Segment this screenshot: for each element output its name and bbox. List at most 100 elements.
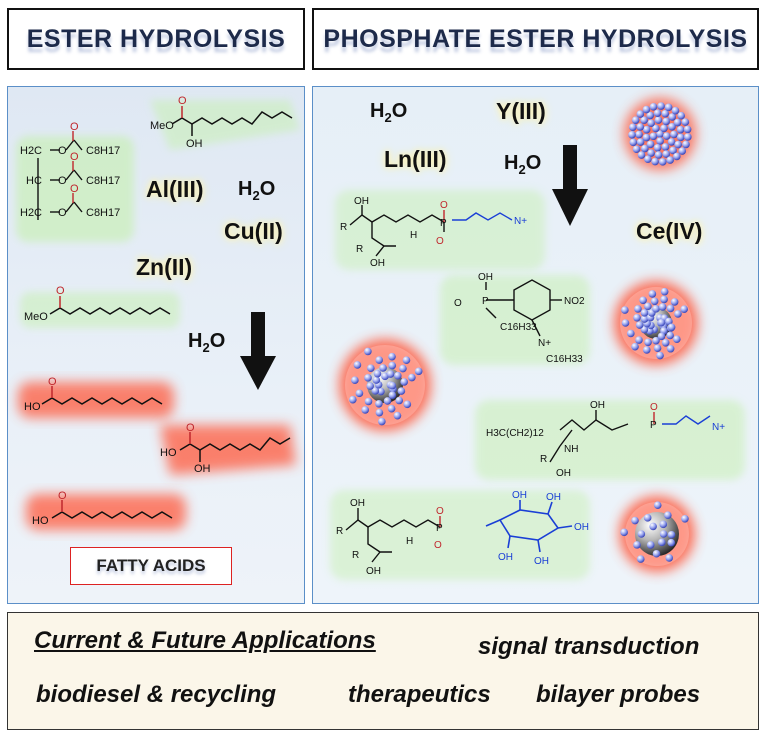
- nph-anion-oxygen: O: [454, 298, 462, 309]
- bead: [652, 305, 660, 313]
- applications-box: Current & Future Applications signal tra…: [7, 612, 759, 730]
- bead: [639, 296, 647, 305]
- bead: [657, 318, 666, 327]
- bead: [664, 103, 673, 112]
- ester-oxygen-1: O: [58, 145, 67, 157]
- application-signal-transduction: signal transduction: [478, 633, 700, 660]
- sm-r-group: R: [540, 454, 547, 465]
- metal-label-al: Al(III): [146, 176, 204, 202]
- methyl-ester-structure: MeO O: [20, 285, 180, 328]
- bead: [371, 387, 380, 395]
- bead: [656, 137, 664, 145]
- pc-r-group-1: R: [340, 222, 347, 233]
- water-label-right-arrow: H2O: [504, 152, 542, 177]
- bead: [668, 122, 676, 131]
- bead: [649, 522, 657, 531]
- sphingomyelin-structure: H3C(CH2)12 OH NH R OH P O N+: [475, 400, 745, 480]
- bead: [684, 133, 692, 141]
- bead: [656, 351, 664, 360]
- bead: [364, 347, 372, 356]
- bead: [414, 367, 423, 376]
- nanoparticle-cluster-ceria: [624, 98, 696, 170]
- bead: [681, 118, 690, 126]
- metal-label-ce: Ce(IV): [636, 218, 703, 244]
- bead: [377, 387, 385, 396]
- bead: [658, 303, 667, 311]
- pi-ring-hydroxyl-5: OH: [498, 552, 513, 563]
- bead: [637, 151, 646, 159]
- bead: [640, 309, 649, 317]
- nitrophenyl-phosphate-structure: OH O P C16H33 NO2 N+ C16H33: [440, 272, 590, 365]
- bead: [668, 113, 677, 121]
- application-bilayer-probes: bilayer probes: [536, 681, 701, 708]
- bead: [620, 528, 628, 537]
- bead: [646, 140, 655, 149]
- nph-hexadecyl-1: C16H33: [500, 322, 537, 333]
- hydroxy-group-top: OH: [186, 138, 203, 150]
- pi-hydroxyl-top: OH: [350, 498, 365, 509]
- phosphatidylcholine-structure: OH R R OH H P O O N+: [335, 190, 545, 270]
- acyl-chain-1: C8H17: [86, 145, 120, 157]
- bead: [364, 397, 373, 406]
- pi-r-group-1: R: [336, 526, 343, 537]
- bead: [631, 342, 639, 351]
- pc-r-group-2: R: [356, 244, 363, 255]
- bead: [670, 130, 678, 139]
- pc-hydrogen: H: [410, 230, 417, 241]
- bead: [650, 297, 659, 306]
- sm-phosphorus: P: [650, 420, 657, 431]
- carbonyl-oxygen-2: O: [70, 151, 79, 163]
- bead: [661, 143, 670, 151]
- bead: [628, 131, 636, 139]
- bead: [633, 313, 641, 322]
- bead: [636, 138, 645, 146]
- nph-nitro: NO2: [564, 296, 585, 307]
- bead: [633, 541, 641, 549]
- nanoparticle-core-shell-3: [619, 496, 695, 572]
- reaction-arrow-left: [240, 312, 276, 390]
- bead: [629, 123, 637, 132]
- pc-phosphorus: P: [440, 218, 447, 229]
- bead: [656, 130, 664, 138]
- bead: [666, 156, 674, 164]
- glyceride-ch: HC: [26, 175, 42, 187]
- bead: [388, 352, 396, 361]
- acyl-chain-2: C8H17: [86, 175, 120, 187]
- nanoparticle-core-shell-1: [614, 281, 698, 365]
- bead: [652, 124, 660, 133]
- header-ester-title: ESTER HYDROLYSIS: [26, 24, 286, 53]
- bead: [399, 364, 407, 373]
- bead: [651, 157, 659, 166]
- bead: [680, 305, 688, 314]
- phosphatidylinositol-structure: OH R R OH H P O O OH OH OH OH OH: [330, 490, 590, 580]
- bead: [636, 555, 645, 563]
- fatty-acid-product-3: HO O: [26, 490, 186, 530]
- bead: [677, 111, 685, 120]
- bead: [652, 336, 660, 345]
- ester-carbonyl-top: O: [178, 95, 187, 107]
- bead: [653, 344, 662, 352]
- sm-alkyl-chain: H3C(CH2)12: [486, 428, 544, 439]
- bead: [659, 520, 668, 529]
- sm-amine: NH: [564, 444, 578, 455]
- bead: [678, 147, 687, 155]
- bead: [366, 382, 374, 390]
- water-label-left-arrow: H2O: [188, 330, 226, 355]
- pi-phosphoryl-oxygen: O: [436, 506, 444, 517]
- bead: [644, 338, 652, 347]
- fatty-acids-text: FATTY ACIDS: [96, 556, 206, 575]
- bead: [660, 295, 668, 304]
- applications-title: Current & Future Applications: [34, 627, 376, 654]
- acyl-chain-3: C8H17: [86, 207, 120, 219]
- ester-methoxy-mid: MeO: [24, 311, 48, 323]
- bead: [367, 364, 375, 372]
- bead: [673, 335, 681, 344]
- bead: [673, 118, 682, 127]
- acid-carbonyl-3: O: [58, 490, 67, 502]
- bead: [635, 130, 643, 139]
- fatty-acid-product-1: HO O: [18, 376, 174, 418]
- bead: [388, 361, 397, 370]
- bead: [375, 408, 384, 417]
- bead: [662, 132, 671, 140]
